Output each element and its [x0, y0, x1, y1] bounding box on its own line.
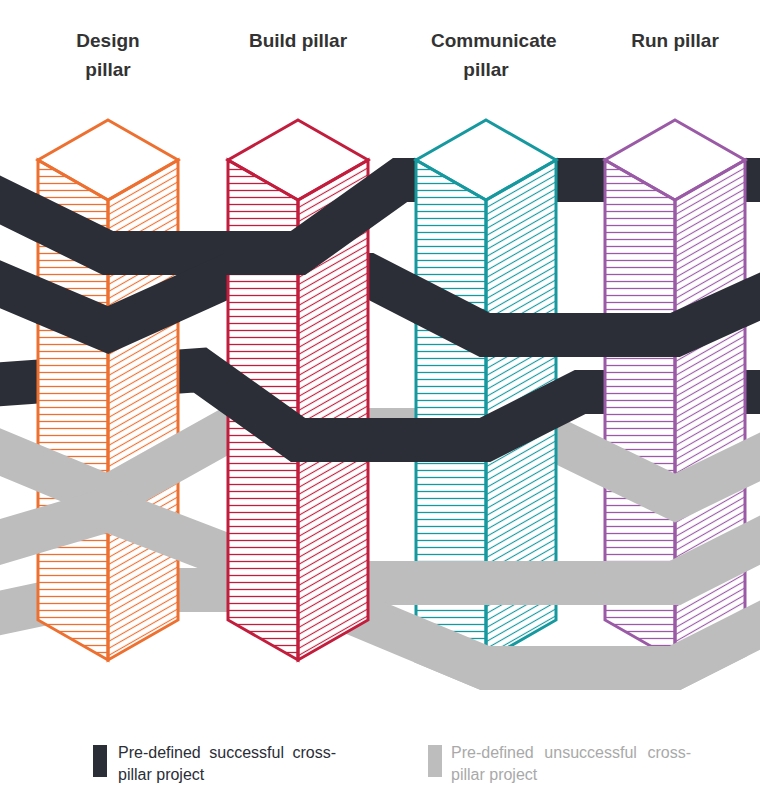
- legend-swatch: [428, 745, 442, 777]
- project-band: [36, 430, 180, 498]
- pillar-face: [416, 160, 486, 660]
- project-band: [603, 275, 747, 335]
- project-band: [36, 180, 180, 253]
- pillar-hatching: [605, 160, 675, 660]
- project-band: [414, 510, 558, 583]
- pillar-face: [108, 160, 178, 660]
- project-band: [603, 510, 747, 583]
- pillar-face: [298, 160, 368, 660]
- project-band: [36, 510, 180, 583]
- pillar-hatching: [416, 160, 486, 660]
- legend-text: Pre-defined successful cross-pillar proj…: [118, 742, 336, 786]
- pillar-outline: [605, 160, 675, 660]
- pillar-heading: Build pillar: [243, 12, 353, 55]
- project-band: [603, 430, 747, 498]
- pillar-hatching: [298, 160, 368, 660]
- legend-swatch: [93, 745, 107, 777]
- pillar-hatching: [108, 160, 178, 660]
- pillar-hatching: [228, 160, 298, 660]
- pillar-face: [605, 160, 675, 660]
- project-band: [414, 275, 558, 335]
- pillar: Run pillar: [595, 12, 755, 676]
- pillar-hatching: [38, 160, 108, 660]
- pillar-heading: Design pillar: [53, 12, 163, 84]
- project-band: [414, 370, 558, 440]
- project-band: [603, 590, 747, 668]
- pillar-face: [486, 160, 556, 660]
- pillar-heading: Run pillar: [620, 12, 730, 55]
- pillar-outline: [228, 160, 298, 660]
- pillar-heading: Communicate pillar: [431, 12, 541, 84]
- pillar-outline: [38, 120, 178, 200]
- pillar-prism: [406, 12, 566, 676]
- pillar-outline: [416, 120, 556, 200]
- pillar-outline: [416, 160, 486, 660]
- pillar-prism: [218, 12, 378, 676]
- project-band: [226, 370, 370, 440]
- pillar-prism: [595, 12, 755, 676]
- pillar-face: [228, 160, 298, 660]
- pillar-outline: [108, 160, 178, 660]
- pillar-prism: [28, 12, 188, 676]
- pillar: Design pillar: [28, 12, 188, 676]
- pillar-hatching: [675, 160, 745, 660]
- pillar-outline: [228, 120, 368, 200]
- pillar: Communicate pillar: [406, 12, 566, 676]
- pillar-outline: [605, 120, 745, 200]
- legend-text: Pre-defined unsuccessful cross-pillar pr…: [451, 742, 691, 786]
- pillar-outline: [675, 160, 745, 660]
- project-band: [414, 590, 558, 668]
- pillar-outline: [38, 160, 108, 660]
- project-band: [226, 180, 370, 253]
- pillar-outline: [298, 160, 368, 660]
- pillar-face: [38, 160, 108, 660]
- pillar: Build pillar: [218, 12, 378, 676]
- pillar-outline: [486, 160, 556, 660]
- project-band: [36, 275, 180, 335]
- pillar-hatching: [486, 160, 556, 660]
- pillar-face: [675, 160, 745, 660]
